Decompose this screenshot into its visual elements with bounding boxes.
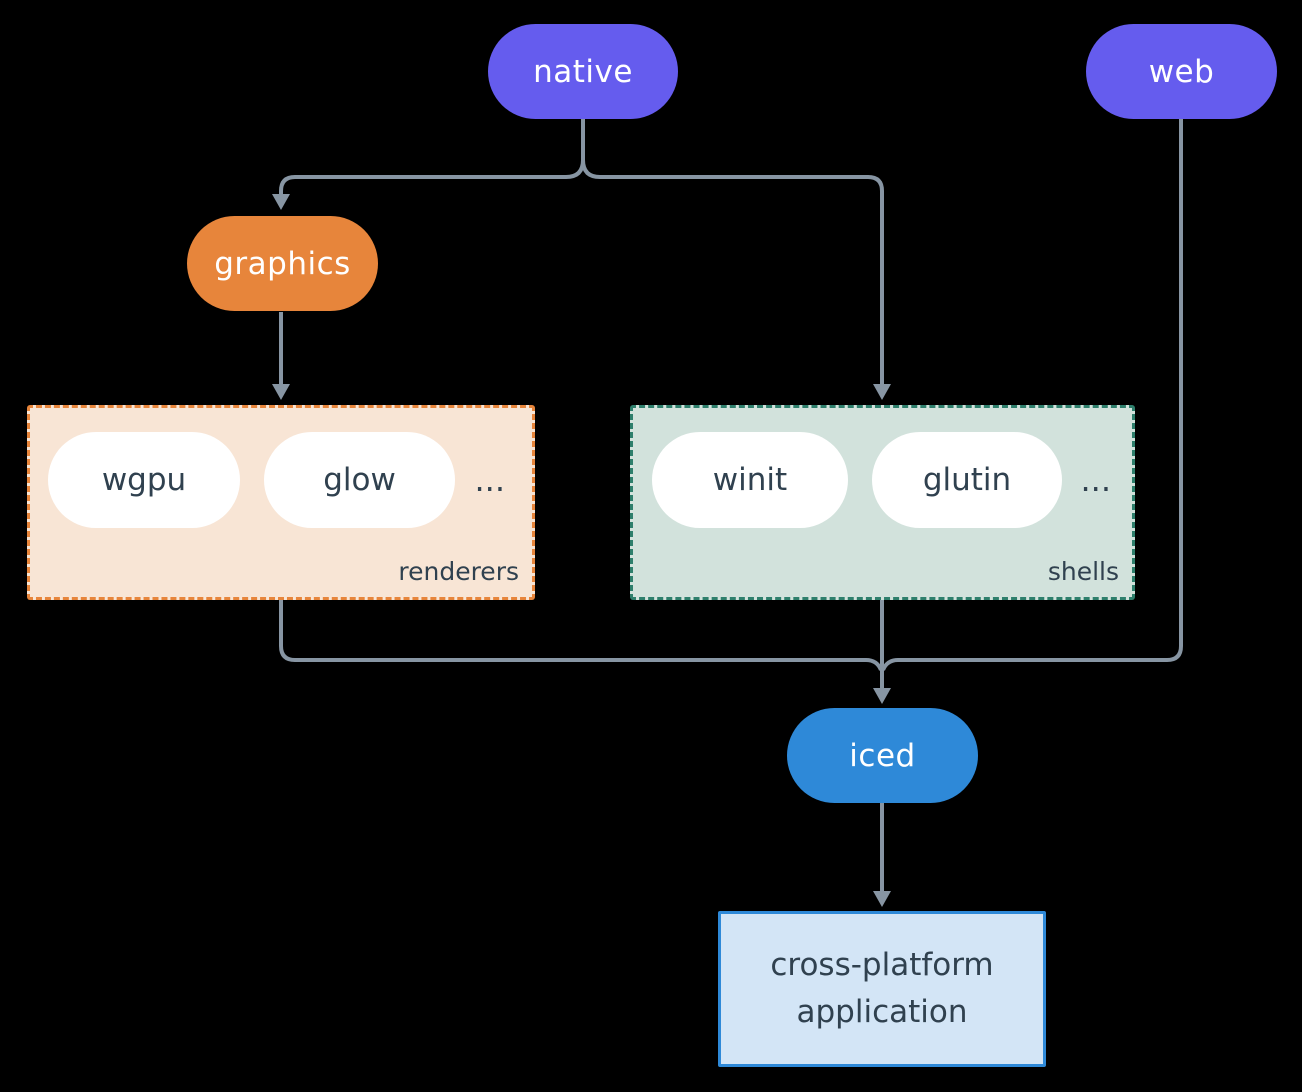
group-renderers: wgpu glow ... renderers (27, 405, 535, 600)
node-glow: glow (264, 432, 455, 528)
edge-native-to-shells (581, 159, 884, 385)
group-shells: winit glutin ... shells (630, 405, 1135, 600)
shells-ellipsis: ... (1080, 461, 1111, 499)
node-graphics: graphics (187, 216, 378, 311)
edge-native-to-graphics (279, 119, 585, 195)
node-wgpu: wgpu (48, 432, 240, 528)
application-label-line2: application (796, 994, 968, 1030)
shells-group-label: shells (1047, 557, 1119, 586)
node-glutin: glutin (872, 432, 1062, 528)
arrowhead-shells (873, 384, 891, 400)
arrowhead-renderers (272, 384, 290, 400)
renderers-ellipsis: ... (474, 461, 505, 499)
node-cross-platform-application: cross-platform application (718, 911, 1046, 1067)
application-label-line1: cross-platform (770, 947, 994, 983)
node-graphics-label: graphics (214, 245, 351, 282)
node-winit-label: winit (712, 462, 788, 498)
node-iced: iced (787, 708, 978, 803)
node-native-label: native (533, 53, 633, 90)
node-glutin-label: glutin (922, 462, 1012, 498)
arrowhead-application (873, 891, 891, 907)
node-wgpu-label: wgpu (101, 462, 187, 498)
node-iced-label: iced (849, 737, 916, 774)
edge-renderers-to-junction (279, 600, 883, 671)
arrowhead-graphics (272, 194, 290, 210)
node-winit: winit (652, 432, 848, 528)
node-web-label: web (1148, 53, 1215, 90)
renderers-group-label: renderers (398, 557, 519, 586)
node-native: native (488, 24, 678, 119)
node-glow-label: glow (323, 462, 396, 498)
arrowhead-iced (873, 688, 891, 704)
node-web: web (1086, 24, 1277, 119)
